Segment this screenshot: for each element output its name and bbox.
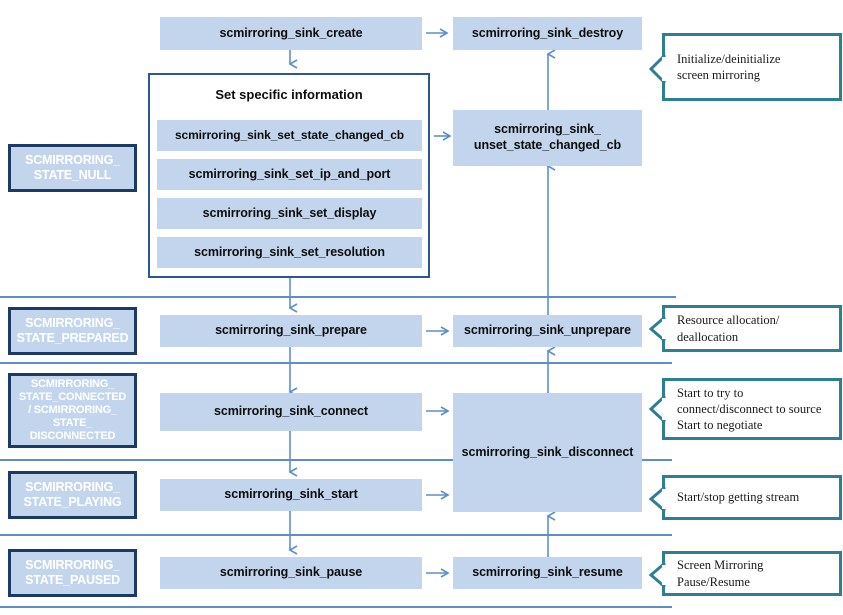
api-box-scmirroring-sink-destroy[interactable]: scmirroring_sink_destroy bbox=[453, 17, 642, 50]
api-box-scmirroring-sink-set-ip-and-port[interactable]: scmirroring_sink_set_ip_and_port bbox=[157, 159, 422, 190]
group-box-title: Set specific information bbox=[215, 87, 363, 102]
state-box-scmirroring-state-prepared[interactable]: SCMIRRORING_ STATE_PREPARED bbox=[8, 307, 137, 355]
api-box-scmirroring-sink-start[interactable]: scmirroring_sink_start bbox=[160, 479, 422, 511]
lane-divider-prepared-connected bbox=[0, 362, 672, 364]
callout-initialize-deinitialize: Initialize/deinitialize screen mirroring bbox=[662, 33, 842, 101]
callout-resource-allocation: Resource allocation/ deallocation bbox=[662, 305, 842, 352]
api-box-scmirroring-sink-create[interactable]: scmirroring_sink_create bbox=[160, 17, 422, 50]
callout-start-stop-stream: Start/stop getting stream bbox=[662, 475, 842, 520]
state-box-scmirroring-state-playing[interactable]: SCMIRRORING_ STATE_PLAYING bbox=[8, 471, 137, 519]
lane-divider-connected-playing bbox=[0, 459, 672, 461]
callout-tail-pause-resume-icon bbox=[648, 561, 668, 589]
state-box-scmirroring-state-connected-disconnected[interactable]: SCMIRRORING_ STATE_CONNECTED / SCMIRRORI… bbox=[8, 373, 137, 448]
api-box-scmirroring-sink-unset-state-changed-cb[interactable]: scmirroring_sink_ unset_state_changed_cb bbox=[453, 110, 642, 166]
callout-connect-negotiate: Start to try to connect/disconnect to so… bbox=[662, 378, 842, 440]
api-box-scmirroring-sink-resume[interactable]: scmirroring_sink_resume bbox=[453, 557, 642, 589]
api-box-scmirroring-sink-pause[interactable]: scmirroring_sink_pause bbox=[160, 557, 422, 589]
callout-tail-resource-icon bbox=[648, 315, 668, 343]
api-box-scmirroring-sink-disconnect[interactable]: scmirroring_sink_disconnect bbox=[453, 393, 642, 512]
callout-tail-initialize-icon bbox=[648, 53, 668, 85]
lane-divider-playing-paused bbox=[0, 534, 672, 536]
state-box-scmirroring-state-null[interactable]: SCMIRRORING_ STATE_NULL bbox=[8, 144, 137, 192]
state-box-scmirroring-state-paused[interactable]: SCMIRRORING_ STATE_PAUSED bbox=[8, 549, 137, 597]
api-box-scmirroring-sink-unprepare[interactable]: scmirroring_sink_unprepare bbox=[453, 315, 642, 347]
lane-divider-null-prepared bbox=[0, 296, 676, 298]
callout-pause-resume: Screen Mirroring Pause/Resume bbox=[662, 551, 842, 596]
lane-divider-bottom bbox=[0, 606, 672, 608]
api-box-scmirroring-sink-set-resolution[interactable]: scmirroring_sink_set_resolution bbox=[157, 237, 422, 268]
api-box-scmirroring-sink-prepare[interactable]: scmirroring_sink_prepare bbox=[160, 315, 422, 347]
callout-tail-stream-icon bbox=[648, 485, 668, 513]
callout-tail-connect-icon bbox=[648, 394, 668, 424]
api-box-scmirroring-sink-set-state-changed-cb[interactable]: scmirroring_sink_set_state_changed_cb bbox=[157, 120, 422, 151]
api-box-scmirroring-sink-connect[interactable]: scmirroring_sink_connect bbox=[160, 393, 422, 431]
api-box-scmirroring-sink-set-display[interactable]: scmirroring_sink_set_display bbox=[157, 198, 422, 229]
